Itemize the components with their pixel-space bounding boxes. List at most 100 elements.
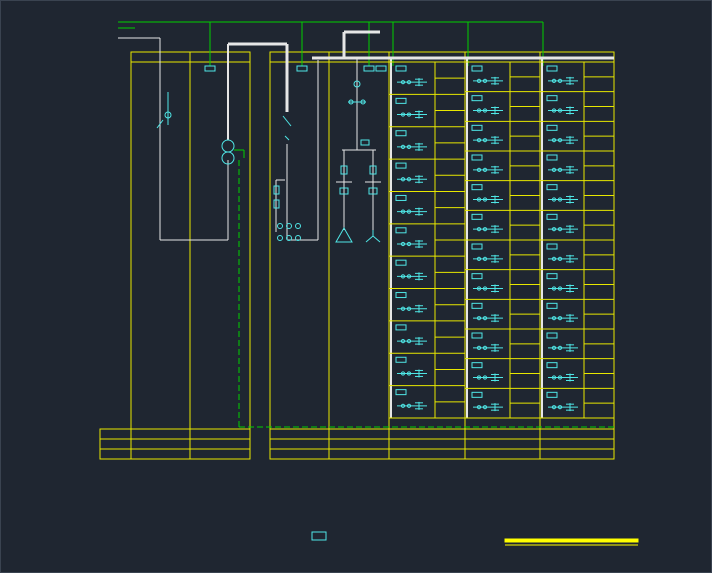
disconnect-switch-icon bbox=[156, 119, 164, 129]
feeder-label-box bbox=[471, 302, 483, 309]
feeder-breaker-icon bbox=[476, 316, 482, 321]
feeder-breaker-icon bbox=[400, 306, 406, 311]
feeder-contact-icon bbox=[482, 405, 488, 410]
feeder-breaker-icon bbox=[476, 108, 482, 113]
feeder-breaker-icon bbox=[400, 112, 406, 117]
feeder-breaker-icon bbox=[551, 405, 557, 410]
feeder-breaker-icon bbox=[400, 403, 406, 408]
feeder-contact-icon bbox=[482, 197, 488, 202]
feeder-contact-icon bbox=[557, 375, 563, 380]
feeder-label-box bbox=[471, 362, 483, 369]
feeder-contact-icon bbox=[406, 209, 412, 214]
feeder-label-box bbox=[471, 213, 483, 220]
feeder-label-box bbox=[546, 362, 558, 369]
feeder-label-box bbox=[546, 124, 558, 131]
feeder-breaker-icon bbox=[400, 338, 406, 344]
feeder-label-box bbox=[546, 332, 558, 339]
feeder-breaker-icon bbox=[476, 227, 482, 232]
feeder-contact-icon bbox=[406, 177, 412, 182]
meter-coil-0-0-icon bbox=[277, 223, 283, 229]
feeder-contact-icon bbox=[406, 338, 412, 344]
feeder-label-box bbox=[546, 391, 558, 398]
feeder-breaker-icon bbox=[551, 345, 557, 350]
feeder-column-1 bbox=[389, 58, 465, 418]
feeder-breaker-icon bbox=[476, 256, 482, 261]
feeder-label-box bbox=[471, 184, 483, 191]
feeder-contact-icon bbox=[557, 316, 563, 321]
meter-ct-1-icon bbox=[339, 187, 349, 195]
feeder-label-box bbox=[546, 154, 558, 161]
feeder-breaker-icon bbox=[476, 375, 482, 380]
feeder-breaker-icon bbox=[476, 405, 482, 410]
feeder-label-box bbox=[471, 332, 483, 339]
feeder-breaker-icon bbox=[400, 144, 406, 150]
meter-coil-0-2-icon bbox=[295, 223, 301, 229]
wiring bbox=[118, 21, 614, 428]
ct-2-icon bbox=[273, 199, 280, 209]
feeder-contact-icon bbox=[482, 286, 488, 291]
feeder-label-box bbox=[395, 389, 407, 396]
feeder-label-box bbox=[395, 259, 407, 266]
feeder-breaker-icon bbox=[476, 345, 482, 350]
feeder-contact-icon bbox=[406, 306, 412, 311]
devices bbox=[156, 80, 381, 243]
feeder-breaker-icon bbox=[551, 108, 557, 113]
transformer-winding-1-icon bbox=[221, 139, 235, 153]
feeder-contact-icon bbox=[406, 371, 412, 376]
title-bar-primary bbox=[504, 538, 639, 543]
feeder-contact-icon bbox=[557, 256, 563, 261]
left-panel-devices bbox=[156, 92, 245, 165]
feeder-label-box bbox=[395, 130, 407, 137]
meter-lamp-2-icon bbox=[360, 99, 366, 105]
meter-fuse-2-icon bbox=[340, 165, 348, 175]
feeder-label-box bbox=[471, 273, 483, 280]
meter-coil-1-1-icon bbox=[286, 235, 292, 241]
feeder-label-box bbox=[395, 292, 407, 299]
feeder-label-box bbox=[471, 154, 483, 161]
bottom-table-left bbox=[99, 428, 251, 460]
feeder-label-box bbox=[395, 324, 407, 331]
bottom-table-right bbox=[269, 428, 615, 460]
meter-coil-0-1-icon bbox=[286, 223, 292, 229]
feeder-label-box bbox=[471, 124, 483, 131]
feeder-contact-icon bbox=[557, 197, 563, 202]
incoming-fuse-icon bbox=[284, 135, 290, 141]
feeder-breaker-icon bbox=[551, 167, 557, 172]
feeder-contact-icon bbox=[406, 144, 412, 150]
feeder-label-box bbox=[546, 273, 558, 280]
feeder-breaker-icon bbox=[400, 241, 406, 247]
feeder-contact-icon bbox=[406, 112, 412, 117]
bus-terminal-2 bbox=[363, 65, 375, 72]
feeder-label-box bbox=[546, 213, 558, 220]
feeder-label-box bbox=[395, 97, 407, 104]
feeder-breaker-icon bbox=[400, 177, 406, 182]
meter-star-leg-2 bbox=[372, 235, 381, 243]
feeder-contact-icon bbox=[482, 138, 488, 143]
feeder-breaker-icon bbox=[476, 138, 482, 143]
feeder-breaker-icon bbox=[551, 256, 557, 261]
feeder-column-2 bbox=[465, 58, 540, 418]
feeder-contact-icon bbox=[482, 256, 488, 261]
feeder-breaker-icon bbox=[476, 167, 482, 172]
bottom-table bbox=[99, 428, 615, 460]
feeder-contact-icon bbox=[406, 274, 412, 279]
metering-group bbox=[335, 80, 381, 243]
small-title-box bbox=[311, 531, 327, 541]
feeder-label-box bbox=[471, 243, 483, 250]
meter-coil-1-0-icon bbox=[277, 235, 283, 241]
meter-star-leg-1 bbox=[365, 235, 374, 243]
feeder-label-box bbox=[471, 391, 483, 398]
feeder-contact-icon bbox=[557, 167, 563, 172]
transformer-winding-2-icon bbox=[221, 151, 235, 165]
feeder-breaker-icon bbox=[551, 316, 557, 321]
meter-coil-1-2-icon bbox=[295, 235, 301, 241]
feeder-label-box bbox=[395, 356, 407, 363]
bus-terminal-3 bbox=[375, 65, 387, 72]
feeder-breaker-icon bbox=[476, 78, 482, 83]
feeder-contact-icon bbox=[557, 108, 563, 113]
feeder-contact-icon bbox=[482, 345, 488, 350]
feeder-label-box bbox=[546, 95, 558, 102]
feeder-breaker-icon bbox=[476, 286, 482, 291]
meter-ct-2-icon bbox=[368, 187, 378, 195]
meter-lamp-1-icon bbox=[348, 99, 354, 105]
